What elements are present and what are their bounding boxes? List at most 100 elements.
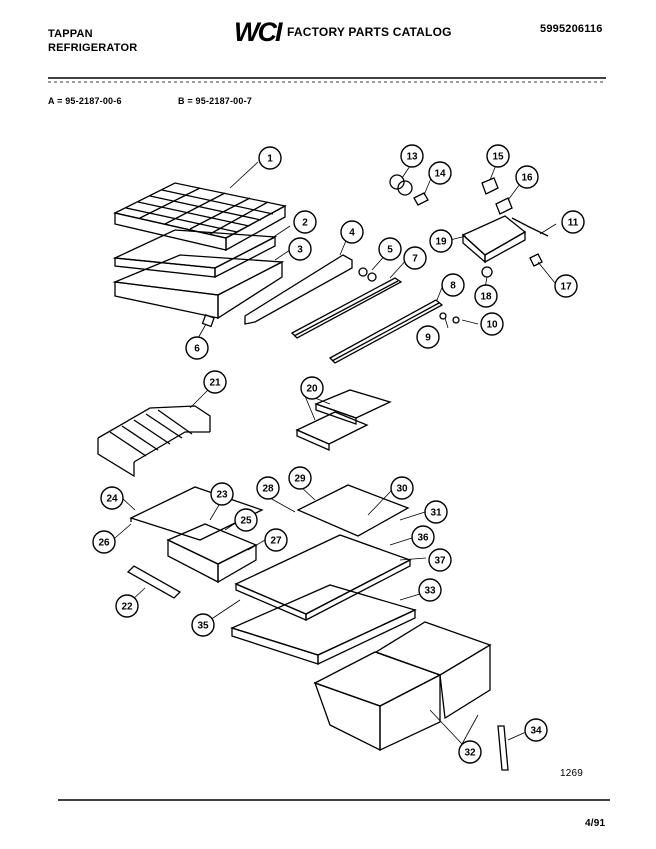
callout-number: 35	[197, 621, 209, 632]
part-glass-shelf	[234, 534, 412, 622]
callout-number: 25	[240, 516, 252, 527]
callout-number: 22	[121, 602, 133, 613]
callout-number: 3	[297, 245, 303, 256]
callout-circle	[100, 486, 124, 510]
callout-circle	[185, 336, 209, 360]
callout-number: 1	[267, 154, 273, 165]
part-tray-2	[112, 229, 278, 279]
callout-number: 30	[396, 484, 408, 495]
callout-14: 14	[428, 161, 452, 185]
callout-number: 17	[560, 282, 572, 293]
callout-circle	[258, 146, 282, 170]
callout-22: 22	[115, 594, 139, 618]
callout-circle	[288, 466, 312, 490]
brand-label: TAPPAN	[48, 28, 93, 40]
callout-19: 19	[429, 229, 453, 253]
callout-2: 2	[293, 210, 317, 234]
part-crisper-drawers	[313, 621, 492, 752]
callout-number: 23	[216, 490, 228, 501]
callout-number: 31	[430, 508, 442, 519]
callout-number: 29	[294, 474, 306, 485]
callout-circle	[234, 508, 258, 532]
callout-number: 9	[425, 333, 431, 344]
part-rail-7	[290, 277, 403, 339]
callout-circle	[400, 144, 424, 168]
callout-group: 1234567891011131415161718192021222324252…	[92, 144, 585, 764]
callout-21: 21	[203, 370, 227, 394]
catalog-title: FACTORY PARTS CATALOG	[287, 25, 452, 39]
callout-30: 30	[390, 476, 414, 500]
callout-number: 19	[435, 237, 447, 248]
part-tray-3	[112, 254, 285, 320]
callout-number: 33	[424, 586, 436, 597]
callout-number: 36	[417, 533, 429, 544]
callout-34: 34	[524, 718, 548, 742]
callout-circle	[210, 482, 234, 506]
callout-36: 36	[411, 525, 435, 549]
callout-number: 2	[302, 218, 308, 229]
callout-circle	[441, 273, 465, 297]
callout-circle	[191, 613, 215, 637]
part-rack-21	[97, 405, 211, 478]
callout-15: 15	[486, 144, 510, 168]
callout-number: 28	[262, 484, 274, 495]
callout-number: 16	[521, 173, 533, 184]
callout-number: 37	[434, 556, 446, 567]
callout-number: 8	[450, 281, 456, 292]
callout-circle	[264, 528, 288, 552]
part-screw-10	[452, 316, 460, 324]
parts-drawing	[97, 159, 557, 771]
callout-circle	[390, 476, 414, 500]
part-rod-34	[497, 725, 509, 771]
callout-number: 26	[98, 538, 110, 549]
callout-3: 3	[288, 237, 312, 261]
callout-circle	[411, 525, 435, 549]
callout-circle	[486, 144, 510, 168]
callout-number: 14	[434, 169, 446, 180]
callout-circle	[428, 548, 452, 572]
callout-circle	[429, 229, 453, 253]
callout-4: 4	[340, 220, 364, 244]
callout-circle	[288, 237, 312, 261]
callout-circle	[474, 284, 498, 308]
part-bracket-4	[244, 254, 353, 325]
callout-26: 26	[92, 530, 116, 554]
callout-circle	[524, 718, 548, 742]
figure-number: 1269	[560, 768, 584, 779]
part-rail-8	[328, 299, 444, 364]
callout-number: 5	[387, 245, 393, 256]
callout-32: 32	[458, 740, 482, 764]
callout-circle	[458, 740, 482, 764]
callout-circle	[561, 210, 585, 234]
wci-logo: WCI	[234, 17, 283, 47]
part-screw-5a	[358, 267, 368, 277]
callout-circle	[300, 376, 324, 400]
part-nut-9	[439, 312, 447, 320]
part-freezer-shelf	[113, 182, 287, 252]
callout-31: 31	[424, 500, 448, 524]
callout-circle	[92, 530, 116, 554]
callout-circle	[416, 325, 440, 349]
callout-number: 13	[406, 152, 418, 163]
part-crisper-cover	[230, 584, 417, 666]
part-ice-trays	[295, 389, 392, 451]
callout-27: 27	[264, 528, 288, 552]
callout-circle	[378, 237, 402, 261]
callout-circle	[293, 210, 317, 234]
callout-20: 20	[300, 376, 324, 400]
callout-number: 6	[194, 344, 200, 355]
product-label: REFRIGERATOR	[48, 42, 138, 54]
callout-number: 21	[209, 378, 221, 389]
callout-circle	[424, 500, 448, 524]
part-left-shelf	[129, 486, 264, 584]
callout-circle	[515, 165, 539, 189]
callout-circle	[256, 476, 280, 500]
callout-35: 35	[191, 613, 215, 637]
callout-circle	[554, 274, 578, 298]
callout-circle	[115, 594, 139, 618]
callout-number: 32	[464, 748, 476, 759]
callout-7: 7	[403, 246, 427, 270]
callout-circle	[428, 161, 452, 185]
callout-23: 23	[210, 482, 234, 506]
part-clip-6	[201, 314, 215, 328]
